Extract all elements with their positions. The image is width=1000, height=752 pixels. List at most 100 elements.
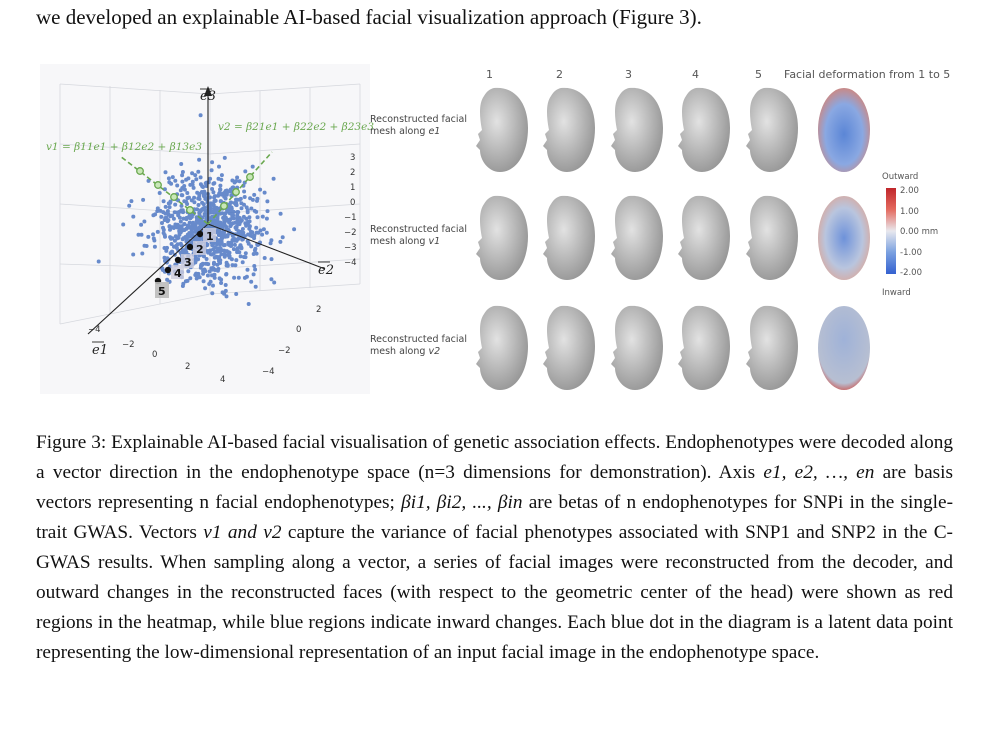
latent-point [197, 157, 202, 162]
latent-point [178, 188, 183, 193]
latent-point [223, 288, 228, 293]
e1-axis-label: e1 [92, 343, 108, 358]
latent-point [142, 243, 147, 248]
latent-point [193, 224, 198, 229]
latent-point [178, 219, 183, 224]
face-mesh-render [470, 84, 534, 181]
latent-point [213, 245, 218, 250]
latent-point [180, 193, 185, 198]
v2-vector-line [207, 151, 273, 225]
latent-point [194, 177, 199, 182]
latent-point [216, 233, 221, 237]
latent-point [175, 183, 180, 188]
row-label-vector: v1 [428, 236, 441, 247]
latent-point [219, 277, 224, 282]
latent-point [214, 205, 219, 210]
latent-point [230, 263, 235, 268]
latent-point [218, 242, 223, 247]
latent-point [173, 178, 178, 183]
row-label-line: mesh along [370, 346, 426, 357]
latent-point [223, 211, 228, 216]
latent-point [232, 201, 237, 205]
latent-point [216, 249, 221, 254]
latent-point [172, 210, 177, 215]
latent-point [146, 234, 151, 239]
latent-point [209, 266, 214, 271]
e3-axis-label: e3 [200, 89, 216, 104]
latent-point [197, 218, 202, 223]
face-mesh-render [605, 302, 669, 399]
latent-point [173, 234, 178, 239]
latent-point [170, 249, 175, 254]
latent-point [235, 175, 240, 180]
latent-point [234, 258, 239, 263]
latent-point [219, 248, 224, 253]
latent-point [244, 274, 249, 279]
row-label-line: mesh along [370, 126, 426, 137]
z-tick: −1 [344, 213, 357, 223]
latent-point [244, 205, 249, 210]
latent-point [260, 214, 265, 219]
latent-point [197, 193, 202, 198]
latent-point [177, 209, 182, 214]
latent-point [180, 170, 185, 174]
latent-point [237, 179, 242, 184]
latent-point [240, 227, 245, 231]
latent-point [262, 256, 267, 260]
row-label-line: Reconstructed facial [370, 224, 468, 235]
latent-point [210, 291, 215, 296]
latent-point [181, 236, 186, 241]
latent-point [247, 215, 252, 220]
point-label-1: 1 [206, 230, 214, 243]
colorbar-bottom-label: Inward [882, 288, 911, 298]
latent-point [237, 197, 242, 202]
latent-point [239, 206, 244, 211]
latent-point [249, 206, 254, 211]
latent-point [230, 185, 235, 190]
latent-point [215, 213, 220, 217]
latent-point [226, 209, 231, 214]
latent-point [195, 237, 200, 242]
z-tick: 1 [350, 183, 355, 193]
latent-point [185, 278, 190, 283]
colorbar-tick-value: 0.00 [900, 227, 919, 237]
latent-point [237, 222, 242, 227]
latent-point [246, 302, 251, 306]
latent-point [219, 173, 224, 178]
latent-point [254, 251, 259, 256]
latent-point [129, 199, 134, 204]
latent-point [217, 190, 222, 195]
latent-point [219, 252, 224, 257]
column-header: 5 [755, 68, 762, 81]
latent-point [242, 189, 247, 194]
e1-tick: 2 [185, 362, 190, 372]
deformation-header: Facial deformation from 1 to 5 [784, 68, 951, 81]
latent-point [209, 168, 214, 173]
latent-point [184, 226, 189, 231]
v1-formula: v1 = β11e1 + β12e2 + β13e3 [46, 141, 202, 153]
latent-point [224, 188, 229, 193]
z-tick: 3 [350, 153, 355, 163]
latent-point [181, 250, 186, 255]
latent-point [136, 232, 141, 237]
latent-point [262, 190, 267, 195]
latent-point [202, 254, 206, 259]
e2-tick: −2 [278, 346, 291, 356]
latent-point [245, 267, 250, 272]
latent-point [217, 255, 222, 259]
row-label-line: Reconstructed facial [370, 334, 468, 345]
latent-point [178, 241, 183, 246]
latent-point [204, 261, 209, 266]
latent-point [260, 232, 265, 237]
latent-point [229, 240, 233, 245]
latent-point [212, 199, 217, 204]
point-label-2: 2 [196, 243, 204, 256]
latent-point [131, 214, 136, 219]
latent-point [204, 257, 209, 261]
latent-point [234, 227, 239, 232]
latent-point [205, 273, 210, 278]
row-label-v1: Reconstructed facial mesh along v1 [370, 224, 480, 248]
latent-point [168, 227, 172, 232]
colorbar-top-label: Outward [882, 172, 919, 182]
latent-point [190, 182, 195, 187]
